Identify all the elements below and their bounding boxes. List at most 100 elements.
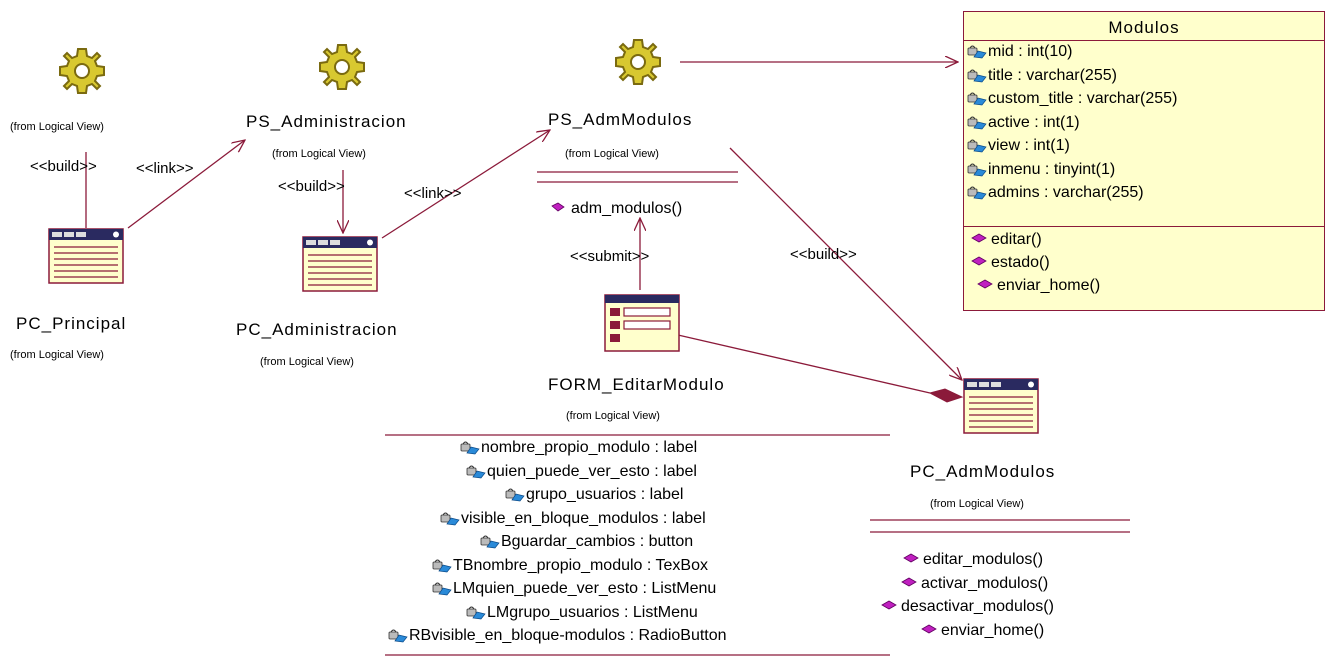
member-row: LMquien_puede_ver_esto : ListMenu [432,580,716,598]
attribute-icon [466,465,486,478]
member-row: estado() [970,254,1050,272]
member-row: visible_en_bloque_modulos : label [440,510,706,528]
pc-principal-name[interactable]: PC_Principal [16,314,127,333]
attribute-icon [967,163,987,176]
attribute-icon [967,45,987,59]
member-label: TBnombre_propio_modulo : TexBox [453,556,708,574]
operation-icon [901,577,917,586]
from-label: (from Logical View) [272,148,366,160]
member-label: enviar_home() [941,621,1045,639]
composition-diamond [928,388,964,403]
member-label: inmenu : tinyint(1) [988,160,1116,178]
member-label: editar_modulos() [923,551,1044,568]
link-stereotype: <<link>> [404,185,462,202]
member-label: view : int(1) [988,137,1070,154]
member-label: Bguardar_cambios : button [501,533,694,550]
member-row: editar() [970,231,1042,249]
member-row: desactivar_modulos() [880,598,1054,616]
build-stereotype: <<build>> [278,178,345,195]
member-row: custom_title : varchar(255) [967,90,1177,108]
attribute-icon [432,582,452,596]
operation-icon [977,279,993,289]
attribute-icon [967,139,987,153]
member-label: custom_title : varchar(255) [988,90,1178,107]
member-label: nombre_propio_modulo : label [481,439,698,456]
attribute-icon [967,186,987,200]
member-row: active : int(1) [967,114,1080,132]
attribute-icon [967,116,987,129]
operation-icon [971,256,987,266]
link-stereotype: <<link>> [136,160,194,177]
member-row: enviar_home() [920,622,1044,640]
operation-label: adm_modulos() [571,200,683,217]
operation-icon [921,624,937,633]
member-label: LMgrupo_usuarios : ListMenu [487,603,698,621]
member-row: grupo_usuarios : label [505,486,683,504]
from-label: (from Logical View) [930,498,1024,510]
ps-admmodulos-name[interactable]: PS_AdmModulos [548,110,693,129]
web-page-icon [302,236,378,292]
member-label: enviar_home() [997,277,1101,294]
attribute-icon [460,441,480,455]
member-row: quien_puede_ver_esto : label [466,463,697,481]
link-line-principal [127,140,245,229]
modulos-class-name: Modulos [1108,18,1180,37]
from-label: (from Logical View) [10,349,104,361]
submit-stereotype: <<submit>> [570,248,650,265]
attribute-icon [505,488,525,502]
attribute-icon [466,606,486,619]
member-label: LMquien_puede_ver_esto : ListMenu [453,580,717,597]
member-row: nombre_propio_modulo : label [460,439,697,457]
operation-icon [903,553,919,563]
member-row: mid : int(10) [967,43,1072,61]
web-page-icon [963,378,1039,434]
from-label: (from Logical View) [10,121,104,133]
form-editarmodulo-name[interactable]: FORM_EditarModulo [548,375,725,394]
from-label: (from Logical View) [260,356,354,368]
build-stereotype: <<build>> [790,246,857,263]
operation-icon [971,233,987,243]
attribute-icon [388,629,408,643]
member-row: view : int(1) [967,137,1070,155]
member-label: estado() [991,254,1050,271]
member-row: LMgrupo_usuarios : ListMenu [466,604,698,622]
attribute-icon [967,92,987,106]
build-stereotype: <<build>> [30,158,97,175]
member-row: editar_modulos() [902,551,1043,569]
member-label: title : varchar(255) [988,66,1117,84]
build-line-admmod [729,147,962,380]
from-label: (from Logical View) [566,410,660,422]
form-icon [604,294,680,352]
member-row: title : varchar(255) [967,67,1117,85]
aggregation-line-form [677,334,931,394]
member-label: active : int(1) [988,113,1080,131]
member-label: quien_puede_ver_esto : label [487,462,697,480]
member-row: admins : varchar(255) [967,184,1144,202]
gear-icon [615,39,661,85]
member-label: RBvisible_en_bloque-modulos : RadioButto… [409,627,727,644]
member-row: enviar_home() [976,277,1100,295]
gear-icon [59,48,105,94]
ps-administracion-name[interactable]: PS_Administracion [246,112,407,131]
pc-administracion-name[interactable]: PC_Administracion [236,320,398,339]
member-row: Bguardar_cambios : button [480,533,693,551]
member-label: admins : varchar(255) [988,184,1144,201]
member-label: editar() [991,231,1042,248]
member-label: desactivar_modulos() [901,598,1054,615]
member-label: grupo_usuarios : label [526,486,684,503]
modulos-class-box[interactable]: Modulos [963,11,1325,311]
pc-admmodulos-name[interactable]: PC_AdmModulos [910,462,1056,481]
gear-icon [319,44,365,90]
member-row: TBnombre_propio_modulo : TexBox [432,557,708,575]
member-row: RBvisible_en_bloque-modulos : RadioButto… [388,627,727,645]
member-label: mid : int(10) [988,43,1073,60]
operation-icon [551,202,565,212]
attribute-icon [440,512,460,525]
member-label: visible_en_bloque_modulos : label [461,509,706,527]
web-page-icon [48,228,124,284]
member-row: inmenu : tinyint(1) [967,161,1115,179]
attribute-icon [480,535,500,549]
member-row: activar_modulos() [900,575,1048,593]
member-label: activar_modulos() [921,574,1049,592]
